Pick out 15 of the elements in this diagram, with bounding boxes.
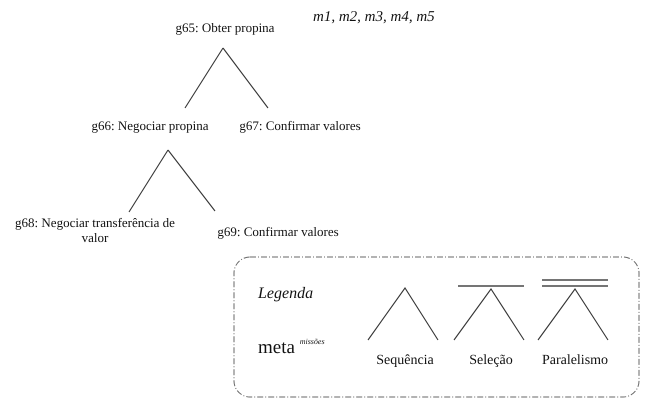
legend-text: Sequência bbox=[376, 353, 434, 369]
goal-label: g69: Confirmar valores bbox=[217, 224, 339, 239]
legend-title: Legenda bbox=[258, 285, 314, 303]
goal-label: g66: Negociar propina bbox=[92, 118, 208, 133]
tree-branch-line bbox=[184, 48, 224, 108]
goal-label: g68: Negociar transferência de valor bbox=[10, 215, 180, 245]
tree-branch-line bbox=[128, 150, 168, 212]
tree-branch-line bbox=[168, 150, 216, 212]
goal-label: g65: Obter propina bbox=[176, 20, 274, 35]
meta-missions-label: meta $^{missões}$ bbox=[258, 337, 325, 359]
legend-text: Seleção bbox=[469, 353, 513, 369]
mission-list: m1, m2, m3, m4, m5 bbox=[313, 9, 435, 26]
legend-text: Paralelismo bbox=[542, 353, 608, 369]
tree-branch-line bbox=[222, 48, 268, 108]
goal-label: g67: Confirmar valores bbox=[239, 118, 361, 133]
